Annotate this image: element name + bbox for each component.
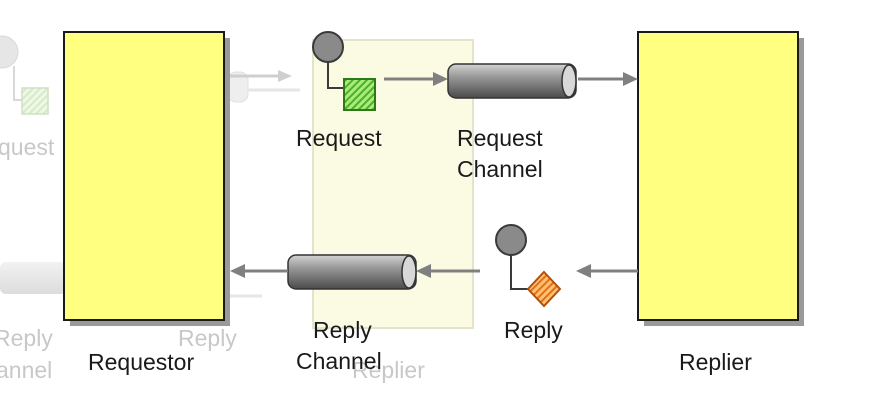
reply-message: [495, 224, 562, 308]
replier-box: [637, 31, 804, 326]
reply-message-icon: [526, 270, 562, 308]
request-message: [312, 31, 376, 111]
arrowhead-icon: [623, 72, 638, 86]
ghost-reply-channel-label: annel: [0, 357, 52, 383]
message-connector-line: [510, 252, 528, 290]
ghost-arrowhead-icon: [278, 70, 292, 82]
ghost-reply-label: Reply: [178, 325, 237, 351]
arrowhead-icon: [433, 72, 448, 86]
ghost-channel-icon: [0, 262, 66, 294]
reply-channel-icon: [287, 254, 417, 290]
arrowhead-icon: [576, 264, 591, 278]
message-connector-line: [327, 60, 344, 89]
ghost-request-label: quest: [0, 134, 55, 160]
requestor-label: Requestor: [88, 349, 194, 375]
request-channel-label: Request: [457, 125, 543, 151]
arrowhead-icon: [416, 264, 431, 278]
request-message-icon: [343, 78, 376, 111]
reply-channel-label: Reply: [313, 317, 372, 343]
reply-label: Reply: [504, 317, 563, 343]
request-channel-icon: [447, 63, 577, 99]
ghost-connector-line: [13, 66, 22, 101]
ghost-message-endpoint-icon: [0, 35, 19, 69]
ghost-replier-label: Replier: [352, 357, 425, 383]
replier-label: Replier: [679, 349, 752, 375]
message-endpoint-icon: [312, 31, 344, 63]
request-channel-label: Channel: [457, 156, 543, 182]
arrowhead-icon: [230, 264, 245, 278]
ghost-reply-channel-label: Reply: [0, 325, 53, 351]
message-endpoint-icon: [495, 224, 527, 256]
reply-channel-label: Channel: [296, 348, 382, 374]
requestor-box: [63, 31, 230, 326]
ghost-request-message-icon: [21, 87, 49, 115]
request-label: Request: [296, 125, 382, 151]
